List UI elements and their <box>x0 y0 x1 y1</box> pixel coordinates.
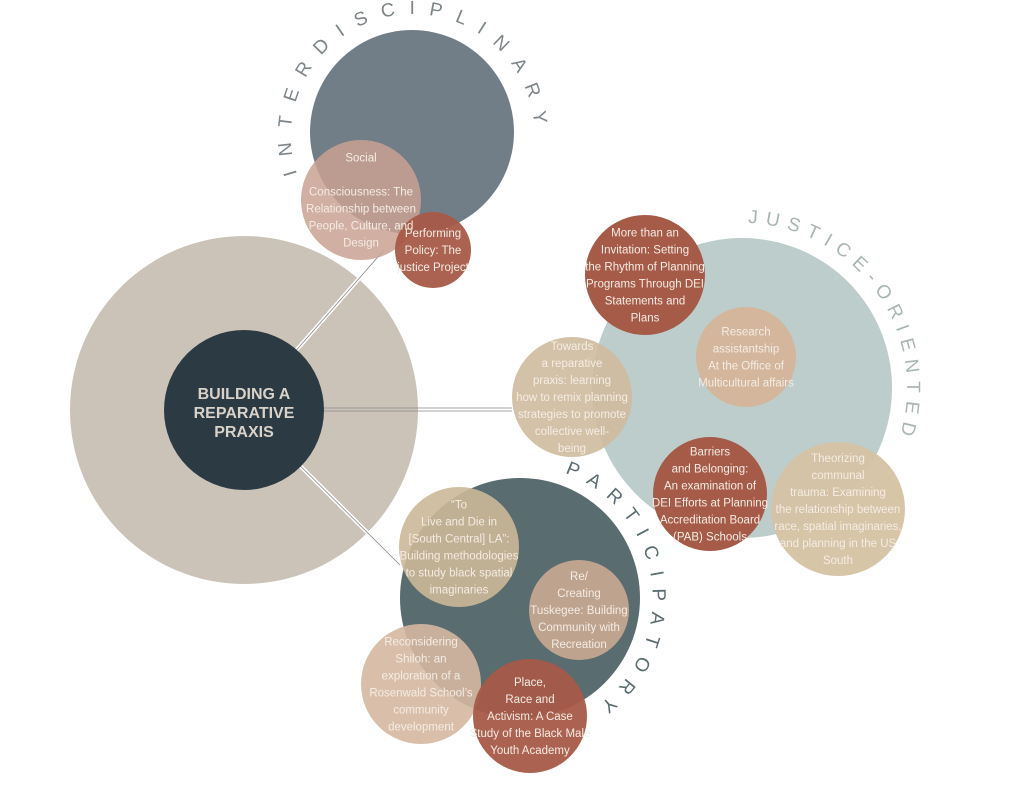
project-title-line: the Rhythm of Planning <box>585 262 705 274</box>
project-title-line: Place, <box>514 677 546 689</box>
project-circle <box>585 215 705 335</box>
project-bubble-to-live-and-die[interactable] <box>399 487 519 607</box>
project-title-line: Accreditation Board <box>660 515 760 527</box>
project-title-line: community <box>393 705 449 717</box>
project-circle <box>529 560 629 660</box>
project-title-line: to study black spatial <box>406 568 513 580</box>
project-title-line: Race and <box>505 694 554 706</box>
project-title-line: Rosenwald School’s <box>369 688 473 700</box>
project-title-line: and Belonging: <box>672 464 749 476</box>
project-title-line: communal <box>811 470 864 482</box>
project-bubble-towards-reparative[interactable] <box>512 337 632 457</box>
project-text-towards-reparative: Towards a reparative praxis: learning how t… <box>516 341 628 455</box>
project-title-line: justice Project <box>396 262 469 274</box>
project-bubble-theorizing-trauma[interactable] <box>771 442 905 576</box>
project-title-line: how to remix planning <box>516 392 628 404</box>
project-title-line: Study of the Black Male <box>470 728 591 740</box>
project-title-line: Barriers <box>690 447 731 459</box>
project-bubble-more-than-invitation[interactable] <box>585 215 705 335</box>
project-circle <box>653 437 767 551</box>
project-circle <box>301 140 421 260</box>
project-title-line: Relationship between <box>306 204 416 216</box>
project-title-line: a reparative <box>542 358 603 370</box>
project-title-line: Social <box>345 153 376 165</box>
project-title-line: exploration of a <box>382 671 461 683</box>
project-title-line: Policy: The <box>405 245 462 257</box>
project-title-line: trauma: Examining <box>790 487 886 499</box>
project-title-line: At the Office of <box>708 361 785 373</box>
project-title-line: being <box>558 443 586 455</box>
project-title-line: Invitation: Setting <box>601 245 689 257</box>
project-title-line: Performing <box>405 228 461 240</box>
project-circle <box>361 624 481 744</box>
project-circle <box>512 337 632 457</box>
project-title-line: collective well- <box>535 426 609 438</box>
project-circle <box>771 442 905 576</box>
project-circle <box>399 487 519 607</box>
project-title-line: Shiloh: an <box>395 654 446 666</box>
project-title-line: People, Culture, and <box>309 221 414 233</box>
project-title-line: praxis: learning <box>533 375 611 387</box>
center-title-line: REPARATIVE <box>194 405 295 422</box>
project-title-line: Tuskegee: Building <box>530 605 627 617</box>
project-title-line: Building methodologies <box>400 551 519 563</box>
project-bubble-performing-policy[interactable] <box>395 212 471 288</box>
project-title-line: South <box>823 555 853 567</box>
project-title-line: Youth Academy <box>490 745 570 757</box>
project-title-line: Live and Die in <box>421 517 497 529</box>
center-circle <box>164 330 324 490</box>
project-bubble-barriers-belonging[interactable] <box>653 437 767 551</box>
project-text-more-than-invitation: More than an Invitation: Setting the Rhyth… <box>585 228 705 325</box>
project-title-line: Recreation <box>551 639 607 651</box>
center-title-line: BUILDING A <box>198 386 291 403</box>
project-title-line: Theorizing <box>811 453 865 465</box>
project-circle <box>696 307 796 407</box>
project-title-line: Towards <box>551 341 594 353</box>
project-title-line: Research <box>721 327 770 339</box>
project-text-research-assistantship: Research assistantship At the Office of Mul… <box>698 327 794 390</box>
project-bubble-social[interactable] <box>301 140 421 260</box>
project-bubble-place-race-activism[interactable] <box>473 659 587 773</box>
project-title-line: Statements and <box>605 296 686 308</box>
project-title-line: Multicultural affairs <box>698 378 794 390</box>
project-title-line: “To <box>451 500 467 512</box>
project-title-line: An examination of <box>664 481 757 493</box>
project-title-line: and planning in the US <box>780 538 897 550</box>
project-text-barriers-belonging: Barriers and Belonging: An examination of D… <box>652 447 768 544</box>
project-title-line: Consciousness: The <box>309 187 413 199</box>
project-text-theorizing-trauma: Theorizing communal trauma: Examining the r… <box>774 453 901 567</box>
project-title-line: Reconsidering <box>384 637 458 649</box>
project-title-line: Programs Through DEI <box>586 279 704 291</box>
project-bubble-reconsidering-shiloh[interactable] <box>361 624 481 744</box>
project-title-line: Creating <box>557 588 600 600</box>
project-title-line: (PAB) Schools <box>673 532 747 544</box>
project-title-line: Community with <box>538 622 620 634</box>
center-title-line: PRAXIS <box>214 424 274 441</box>
project-circle <box>473 659 587 773</box>
project-title-line: race, spatial imaginaries, <box>774 521 901 533</box>
project-title-line: imaginaries <box>430 585 489 597</box>
project-title-line: Design <box>343 238 379 250</box>
project-title-line: Re/ <box>570 571 589 583</box>
project-title-line: Activism: A Case <box>487 711 573 723</box>
project-title-line: More than an <box>611 228 679 240</box>
project-bubble-research-assistantship[interactable] <box>696 307 796 407</box>
project-bubble-recreating-tuskegee[interactable] <box>529 560 629 660</box>
project-title-line: [South Central] LA”: <box>409 534 510 546</box>
project-title-line: DEI Efforts at Planning <box>652 498 768 510</box>
project-title-line: development <box>388 722 455 734</box>
project-title-line: the relationship between <box>776 504 901 516</box>
project-circle <box>395 212 471 288</box>
project-title-line: Plans <box>631 313 660 325</box>
project-title-line: strategies to promote <box>518 409 626 421</box>
project-title-line: assistantship <box>713 344 779 356</box>
